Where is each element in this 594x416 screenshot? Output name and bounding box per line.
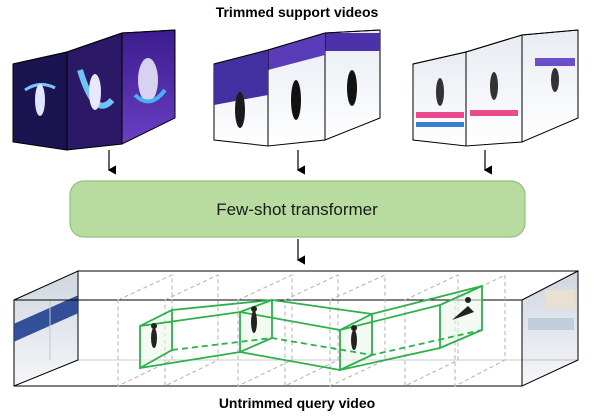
- support-frame: [465, 34, 523, 147]
- top-title: Trimmed support videos: [215, 4, 379, 20]
- support-frame: [121, 29, 176, 145]
- few-shot-transformer-block: Few-shot transformer: [69, 180, 526, 238]
- support-frame: [213, 49, 269, 147]
- dashed-frames: [117, 274, 506, 387]
- support-video-group-3: [412, 29, 579, 147]
- support-frame: [324, 29, 381, 141]
- query-video: [13, 270, 579, 387]
- support-video-group-2: [213, 29, 381, 147]
- support-frame: [267, 32, 326, 147]
- query-start-frame: [13, 270, 79, 387]
- bottom-title: Untrimmed query video: [218, 395, 376, 411]
- support-video-group-1: [12, 29, 176, 151]
- support-frame: [66, 32, 123, 151]
- support-frame: [521, 29, 579, 143]
- skater-figures: [151, 297, 474, 350]
- support-frame: [412, 51, 467, 147]
- query-end-frame: [521, 270, 579, 387]
- support-frame: [12, 51, 68, 151]
- transformer-label: Few-shot transformer: [216, 200, 378, 219]
- action-trajectory: [139, 284, 483, 372]
